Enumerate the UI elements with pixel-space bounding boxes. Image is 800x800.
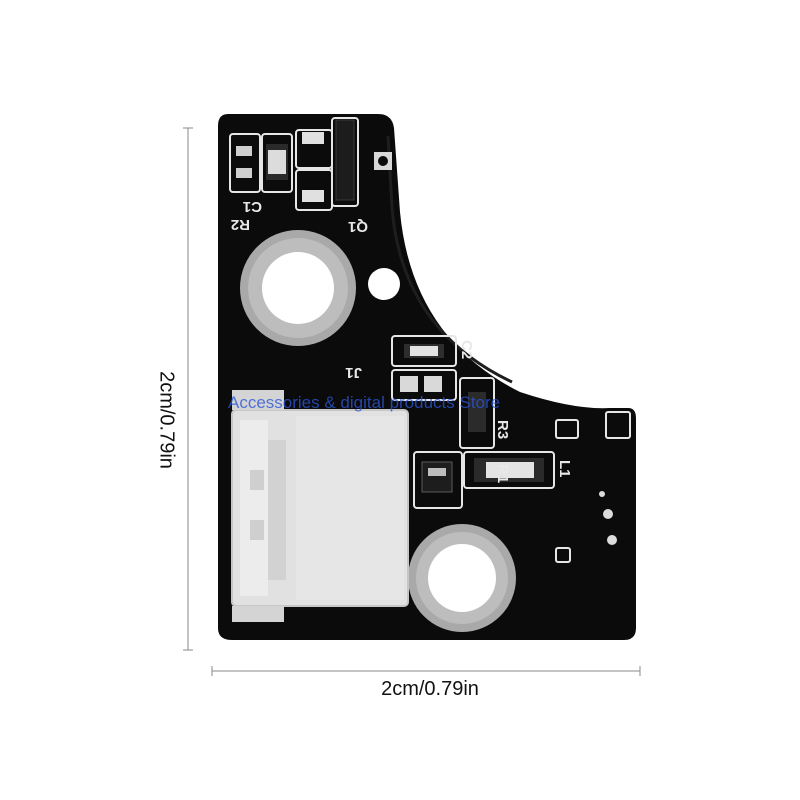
horizontal-dimension-line [211, 666, 641, 676]
smd-components-mid [400, 344, 544, 493]
silkscreen-outlines-top [229, 117, 359, 211]
mounting-hole-top [240, 230, 356, 346]
height-dimension-label: 2cm/0.79in [155, 371, 178, 469]
label-r1: R1 [494, 464, 511, 483]
label-c2: C2 [458, 340, 475, 359]
mounting-hole-bottom [408, 524, 516, 632]
width-dimension-label: 2cm/0.79in [381, 678, 479, 700]
store-watermark: Accessories & digital products Store [228, 393, 501, 412]
via-hole-top [368, 268, 400, 300]
silkscreen-outlines-mid [391, 335, 631, 563]
label-j1: J1 [345, 364, 362, 381]
pcb-trace [386, 135, 513, 384]
connector-housing [231, 390, 409, 622]
label-r3: R3 [494, 420, 511, 439]
vertical-dimension-line [183, 127, 193, 651]
label-l1: L1 [556, 460, 573, 478]
label-q1: Q1 [348, 218, 368, 235]
smd-components-top [236, 119, 392, 202]
pcb-vias [599, 491, 617, 545]
label-r2: R2 [231, 216, 250, 233]
label-c1: C1 [243, 198, 262, 215]
silkscreen-labels: C1 R2 Q1 J1 C2 R3 R1 L1 [231, 198, 573, 483]
